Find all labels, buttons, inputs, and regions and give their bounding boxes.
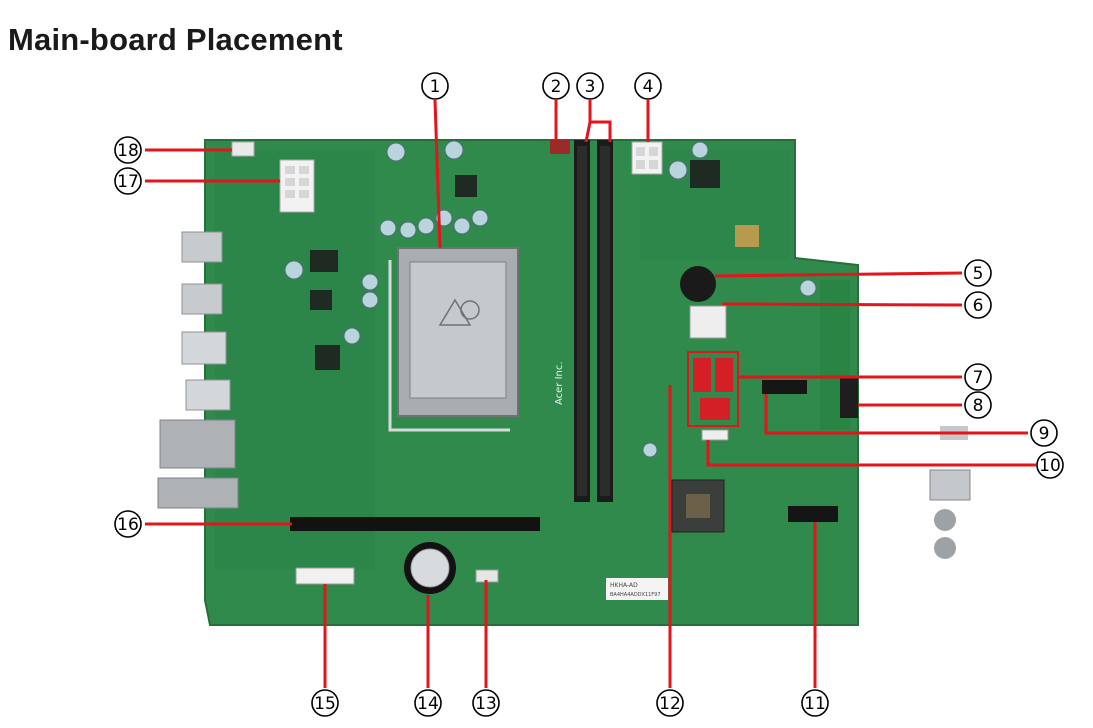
callout-circle <box>114 510 142 538</box>
model-text: HKHA-AD <box>610 582 638 589</box>
capacitors <box>284 140 817 458</box>
callout-number: 12 <box>659 694 681 714</box>
m2-wifi-slot <box>788 506 838 522</box>
callout-number: 6 <box>973 296 984 316</box>
callout-number: 18 <box>117 141 139 161</box>
callout-number: 7 <box>973 368 984 388</box>
serial-text: BA4HA4ADDX11F97 <box>610 592 661 598</box>
callout-circle <box>1036 451 1064 479</box>
callout-1: 1 <box>421 72 449 100</box>
callout-17: 17 <box>114 167 142 195</box>
dimm-slots <box>574 140 613 502</box>
callout-12: 12 <box>656 689 684 717</box>
leader-lines <box>145 99 1036 688</box>
leader-9 <box>764 394 1028 435</box>
callout-circle <box>801 689 829 717</box>
callout-11: 11 <box>801 689 829 717</box>
main-power-connector <box>279 159 315 213</box>
callout-number: 1 <box>430 77 441 97</box>
callout-circle <box>472 689 500 717</box>
callout-circle <box>964 391 992 419</box>
callout-9: 9 <box>1030 419 1058 447</box>
callout-number: 16 <box>117 515 139 535</box>
white-headers <box>689 305 727 339</box>
callout-circle <box>576 72 604 100</box>
callout-number: 8 <box>973 396 984 416</box>
callout-number: 10 <box>1039 456 1061 476</box>
leader-3 <box>584 100 612 143</box>
callout-8: 8 <box>964 391 992 419</box>
callout-number: 11 <box>804 694 826 714</box>
callout-number: 4 <box>643 77 654 97</box>
front-panel-header <box>840 378 858 418</box>
callout-circle <box>1030 419 1058 447</box>
callout-18: 18 <box>114 136 142 164</box>
callout-number: 17 <box>117 172 139 192</box>
pcie-x16-slot <box>290 517 540 531</box>
leader-5 <box>714 271 963 278</box>
chips <box>310 160 759 370</box>
callout-7: 7 <box>964 363 992 391</box>
callout-circle <box>656 689 684 717</box>
cpu-fan-header <box>550 140 570 154</box>
pcie-x1-slot <box>295 567 355 585</box>
right-ports <box>929 426 971 559</box>
callout-circle <box>542 72 570 100</box>
small-white-header <box>701 429 729 441</box>
callout-circle <box>114 136 142 164</box>
leader-10 <box>706 440 1036 467</box>
cpu-socket <box>388 247 519 432</box>
callout-circle <box>421 72 449 100</box>
callout-number: 15 <box>314 694 336 714</box>
callout-13: 13 <box>472 689 500 717</box>
model-label <box>606 578 668 600</box>
rear-io-ports <box>157 231 239 509</box>
callout-circle <box>634 72 662 100</box>
sata-connectors <box>687 351 739 427</box>
buzzer <box>680 266 716 302</box>
callout-16: 16 <box>114 510 142 538</box>
callout-2: 2 <box>542 72 570 100</box>
atx-12v-connector <box>631 141 663 175</box>
small-header <box>231 141 255 157</box>
callout-10: 10 <box>1036 451 1064 479</box>
callout-4: 4 <box>634 72 662 100</box>
page-title: Main-board Placement <box>8 22 343 57</box>
callout-5: 5 <box>964 259 992 287</box>
cmos-battery <box>404 542 456 594</box>
callout-14: 14 <box>414 689 442 717</box>
callout-number: 13 <box>475 694 497 714</box>
callout-number: 9 <box>1039 424 1050 444</box>
m2-slot <box>762 380 807 394</box>
callout-number: 14 <box>417 694 439 714</box>
callout-number: 3 <box>585 77 596 97</box>
callout-3: 3 <box>576 72 604 100</box>
callout-15: 15 <box>311 689 339 717</box>
leader-6 <box>721 302 963 307</box>
callout-number: 2 <box>551 77 562 97</box>
callout-circle <box>964 363 992 391</box>
callout-circle <box>964 259 992 287</box>
callout-circle <box>414 689 442 717</box>
callout-6: 6 <box>964 291 992 319</box>
callout-circle <box>964 291 992 319</box>
motherboard-photo: Acer Inc. <box>157 139 971 626</box>
callout-circle <box>311 689 339 717</box>
vendor-silkscreen: Acer Inc. <box>554 361 565 405</box>
leader-1 <box>433 99 442 249</box>
callout-circle <box>114 167 142 195</box>
callout-number: 5 <box>973 264 984 284</box>
